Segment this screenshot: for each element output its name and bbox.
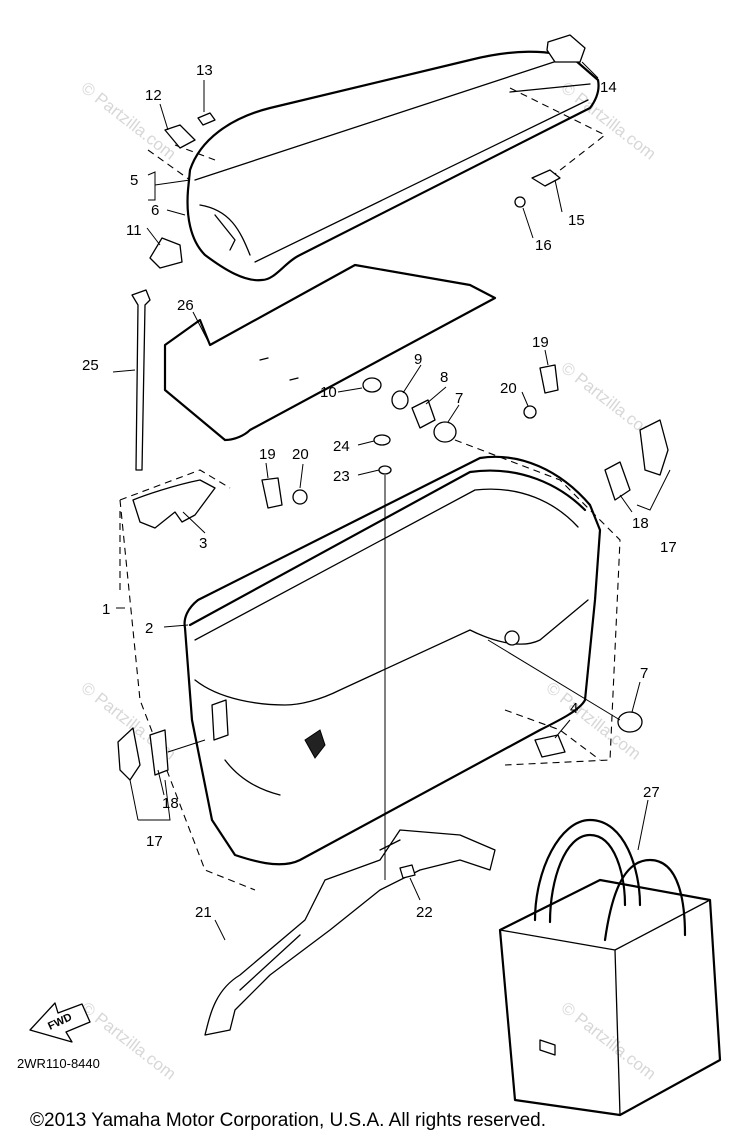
callout-5: 5 [130, 172, 138, 189]
callout-13: 13 [196, 62, 213, 79]
leader-lines [112, 61, 671, 941]
callout-9: 9 [414, 351, 422, 368]
callout-10: 10 [320, 384, 337, 401]
callout-6: 6 [151, 202, 159, 219]
bracket-part [132, 479, 216, 529]
callout-26: 26 [177, 297, 194, 314]
callout-20-upper: 20 [500, 380, 517, 397]
watermark-layer: © Partzilla.com © Partzilla.com © Partzi… [78, 78, 660, 1084]
callout-20-left: 20 [292, 446, 309, 463]
callout-16: 16 [535, 237, 552, 254]
callout-8: 8 [440, 369, 448, 386]
assembly-outline [119, 87, 621, 891]
box-body-part [183, 455, 602, 866]
callout-23: 23 [333, 468, 350, 485]
rail-bracket-part [204, 829, 496, 1036]
callout-1: 1 [102, 601, 110, 618]
inner-panel-part [163, 263, 497, 442]
callout-11: 11 [126, 222, 142, 239]
callout-27: 27 [643, 784, 660, 801]
callout-14: 14 [600, 79, 617, 96]
callout-12: 12 [145, 87, 162, 104]
callout-17-right: 17 [660, 539, 677, 556]
callout-21: 21 [195, 904, 212, 921]
callout-4: 4 [570, 700, 578, 717]
callout-labels: 13 12 14 5 6 11 15 16 26 25 19 9 8 20 10… [82, 62, 677, 921]
lid-part [186, 50, 600, 282]
callout-24: 24 [333, 438, 350, 455]
svg-text:© Partzilla.com: © Partzilla.com [78, 78, 180, 164]
callout-22: 22 [416, 904, 433, 921]
callout-18-right: 18 [632, 515, 649, 532]
callout-3: 3 [199, 535, 207, 552]
callout-18-left: 18 [162, 795, 179, 812]
callout-19-left: 19 [259, 446, 276, 463]
callout-25: 25 [82, 357, 99, 374]
callout-15: 15 [568, 212, 585, 229]
diagram-code: 2WR110-8440 [17, 1056, 100, 1071]
callout-7-upper: 7 [455, 390, 463, 407]
callout-19-upper: 19 [532, 334, 549, 351]
svg-text:© Partzilla.com: © Partzilla.com [558, 998, 660, 1084]
callout-17-left: 17 [146, 833, 163, 850]
callout-2: 2 [145, 620, 153, 637]
copyright-notice: ©2013 Yamaha Motor Corporation, U.S.A. A… [30, 1110, 546, 1131]
bag-part [498, 818, 722, 1117]
fwd-arrow-icon: FWD [29, 1002, 91, 1043]
hardware-parts [117, 34, 669, 879]
callout-7-lower: 7 [640, 665, 648, 682]
